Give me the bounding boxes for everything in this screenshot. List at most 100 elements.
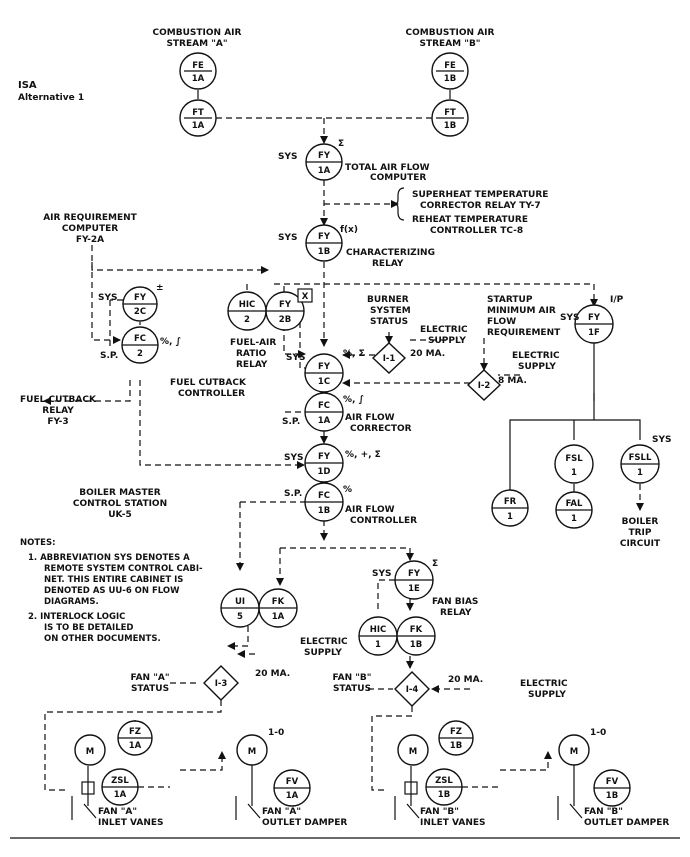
fy-1b-num: 1B — [318, 247, 330, 257]
fy-2c-bubble: FY 2C — [122, 286, 158, 322]
ft-1b-bubble: FT 1B — [431, 99, 469, 137]
fy-1b-tag: FY — [318, 232, 331, 242]
fy-1f-num: 1F — [588, 328, 600, 338]
fy-2c-tag: FY — [134, 293, 147, 303]
fy-1f-bubble: FY 1F — [574, 304, 614, 344]
motor-b-outlet-range: 1-0 — [590, 728, 606, 738]
fy-1a-bubble: FY 1A — [305, 143, 343, 181]
fsll-1-bubble: FSLL 1 — [620, 444, 660, 484]
fy-1a-sys: SYS — [278, 152, 297, 162]
fc-1a-sp: S.P. — [282, 417, 300, 427]
total-air-label-2: COMPUTER — [370, 173, 426, 183]
fan-b-status-1: FAN "B" — [333, 673, 372, 683]
char-label-2: RELAY — [372, 259, 404, 269]
fsll-1-sys: SYS — [652, 435, 671, 445]
interlock-i2-label: I-2 — [478, 381, 491, 391]
reheat-label-1: REHEAT TEMPERATURE — [412, 215, 528, 225]
burner-label-2: SYSTEM — [370, 306, 411, 316]
fan-b-od-1: FAN "B" — [584, 807, 623, 817]
fy-1b-sys: SYS — [278, 233, 297, 243]
motor-b-outlet: M — [558, 734, 590, 766]
fk-1b-bubble: FK 1B — [396, 616, 436, 656]
elec-supply-4-b: SUPPLY — [528, 690, 566, 700]
boiler-trip-1: BOILER — [622, 517, 659, 527]
fan-b-iv-1: FAN "B" — [420, 807, 459, 817]
interlock-i4-label: I-4 — [406, 685, 419, 695]
superheat-label-2: CORRECTOR RELAY TY-7 — [420, 201, 541, 211]
fy-1d-tag: FY — [318, 452, 331, 462]
note-line-4: DENOTED AS UU-6 ON FLOW — [44, 586, 180, 596]
multiply-symbol: X — [302, 292, 309, 302]
fy-2b-bubble: FY 2B — [265, 291, 305, 331]
motor-a-inlet-label: M — [86, 747, 94, 757]
fuel-cutback-relay-1: FUEL CUTBACK — [20, 395, 97, 405]
elec-supply-1-a: ELECTRIC — [420, 325, 468, 335]
fz-1a-num: 1A — [129, 741, 142, 751]
boiler-master-2: CONTROL STATION — [73, 499, 167, 509]
startup-label-4: REQUIREMENT — [487, 328, 561, 338]
fe-1a-num: 1A — [192, 74, 205, 84]
fc-2-sp: S.P. — [100, 351, 118, 361]
fy-1d-sys: SYS — [284, 453, 303, 463]
fy-1c-sys: SYS — [286, 353, 305, 363]
fan-a-iv-1: FAN "A" — [98, 807, 137, 817]
fal-1-bubble: FAL 1 — [555, 491, 593, 529]
fc-2-mode: %, ∫ — [160, 337, 181, 347]
fz-1a-tag: FZ — [129, 727, 141, 737]
note-line-1: 1. ABBREVIATION SYS DENOTES A — [28, 553, 190, 563]
fuel-cutback-ctrl-1: FUEL CUTBACK — [170, 378, 247, 388]
fy-1d-bubble: FY 1D — [304, 443, 344, 483]
ft-1a-bubble: FT 1A — [179, 99, 217, 137]
fy-1e-sigma: Σ — [432, 559, 438, 569]
fz-1b-tag: FZ — [450, 727, 462, 737]
fv-1b-tag: FV — [606, 777, 619, 787]
motor-b-inlet: M — [397, 734, 429, 766]
fe-1b-num: 1B — [444, 74, 456, 84]
ma20-1: 20 MA. — [410, 349, 445, 359]
fy-1d-mode: %, +, Σ — [345, 450, 381, 460]
fc-1a-bubble: FC 1A — [304, 392, 344, 432]
fuel-cutback-ctrl-2: CONTROLLER — [178, 389, 245, 399]
fuel-cutback-relay-2: RELAY — [42, 406, 74, 416]
reheat-label-2: CONTROLLER TC-8 — [430, 226, 523, 236]
fy-1b-bubble: FY 1B — [305, 224, 343, 262]
note-line-5: DIAGRAMS. — [44, 597, 99, 607]
ft-1a-num: 1A — [192, 121, 205, 131]
hic-2-num: 2 — [244, 315, 250, 325]
fan-bias-1: FAN BIAS — [432, 597, 478, 607]
fy-1c-num: 1C — [318, 377, 330, 387]
fy-1e-num: 1E — [408, 584, 420, 594]
motor-b-inlet-label: M — [409, 747, 417, 757]
fuel-air-label-1: FUEL-AIR — [230, 338, 276, 348]
fc-1b-num: 1B — [318, 506, 330, 516]
stream-a-label-2: STREAM "A" — [166, 39, 227, 49]
hic-2-tag: HIC — [239, 300, 256, 310]
hic-1-bubble: HIC 1 — [358, 616, 398, 656]
fy-2c-num: 2C — [134, 307, 146, 317]
motor-a-inlet: M — [74, 734, 106, 766]
zsl-1b-tag: ZSL — [435, 776, 453, 786]
hic-2-bubble: HIC 2 — [227, 291, 267, 331]
ui-5-tag: UI — [235, 597, 245, 607]
startup-label-2: MINIMUM AIR — [487, 306, 556, 316]
zsl-1b-num: 1B — [438, 790, 450, 800]
diagram-subtitle: Alternative 1 — [18, 93, 84, 103]
fy-1a-sigma: Σ — [338, 139, 344, 149]
fc-1b-sp: S.P. — [284, 489, 302, 499]
fc-2-bubble: FC 2 — [121, 326, 159, 364]
fuel-air-label-2: RATIO — [236, 349, 267, 359]
motor-a-outlet-range: 1-0 — [268, 728, 284, 738]
fal-1-num: 1 — [571, 514, 577, 524]
fe-1a-tag: FE — [192, 61, 204, 71]
elec-supply-3-a: ELECTRIC — [300, 637, 348, 647]
elec-supply-2-a: ELECTRIC — [512, 351, 560, 361]
fan-a-status-2: STATUS — [131, 684, 169, 694]
boiler-trip-2: TRIP — [628, 528, 651, 538]
zsl-1b-bubble: ZSL 1B — [425, 768, 463, 806]
air-req-label-2: COMPUTER — [62, 224, 118, 234]
ft-1a-tag: FT — [192, 108, 204, 118]
fv-1a-tag: FV — [286, 777, 299, 787]
elec-supply-4-a: ELECTRIC — [520, 679, 568, 689]
fc-1b-bubble: FC 1B — [304, 482, 344, 522]
